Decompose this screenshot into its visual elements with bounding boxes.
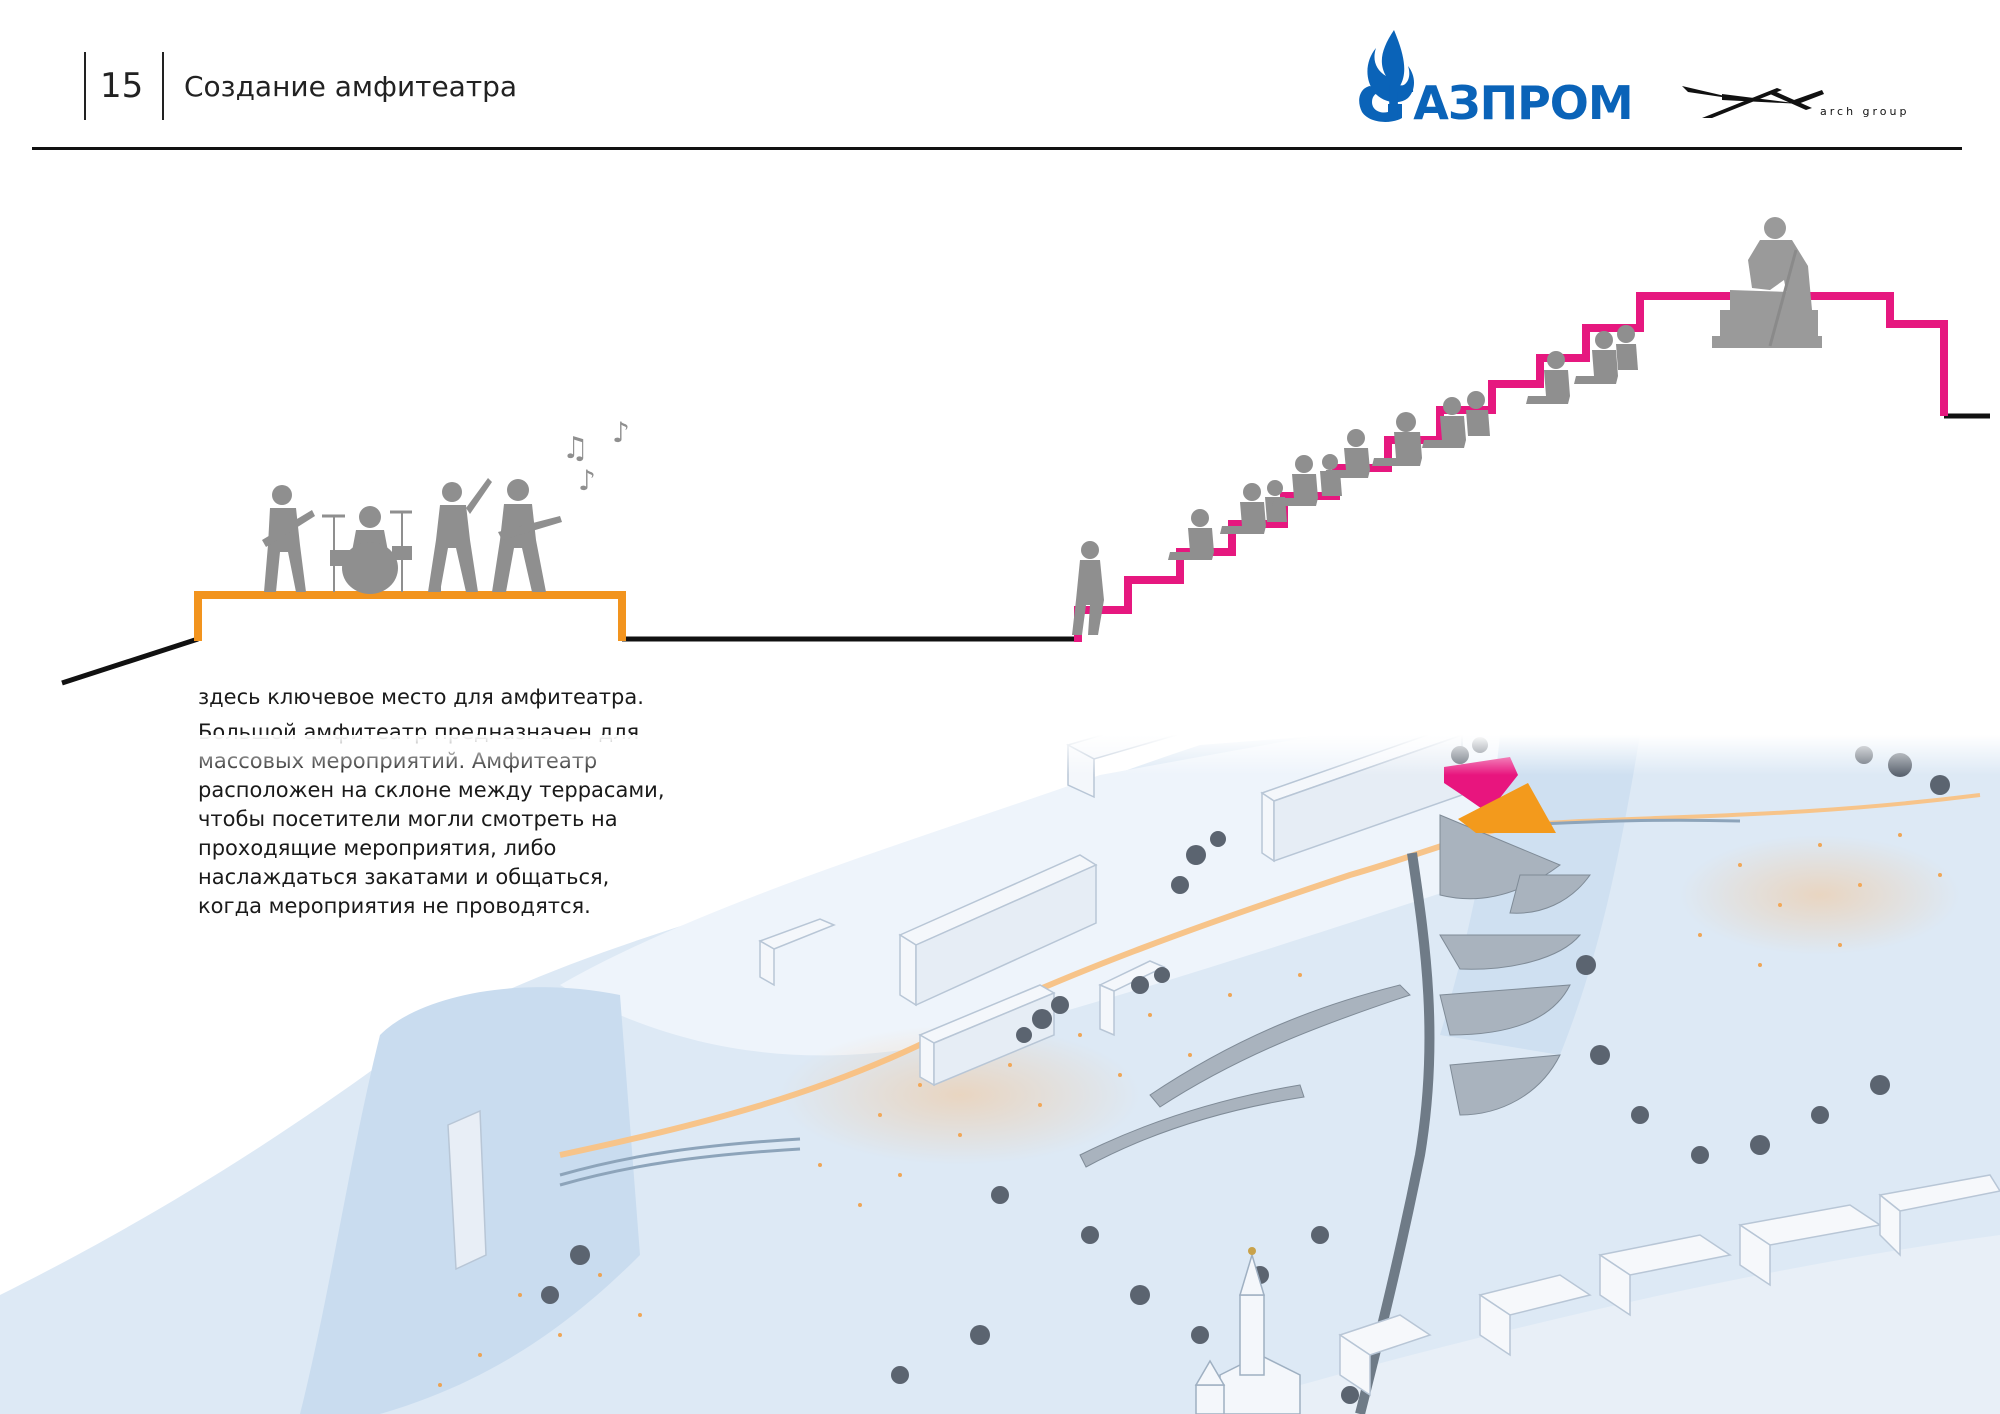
svg-text:♪: ♪ (612, 416, 630, 449)
lights-glow (780, 1025, 1140, 1165)
header-rule (32, 147, 1962, 150)
monument-silhouette (1712, 217, 1822, 348)
gazprom-flame-icon (1359, 30, 1414, 122)
arch-group-logo (1682, 86, 1824, 118)
seated-row-1 (1168, 429, 1370, 560)
divider (84, 52, 86, 120)
arch-group-text: arch group (1820, 105, 1910, 118)
sky-fade (0, 735, 2000, 775)
page-header: 15 Создание амфитеатра ГАЗПРОМ arch grou… (0, 0, 2000, 160)
gazprom-logo (1359, 30, 1414, 122)
aerial-site-render (0, 735, 2000, 1414)
church-icon (1194, 1247, 1301, 1414)
band-silhouette (262, 478, 562, 594)
divider (162, 52, 164, 120)
terraces (1079, 814, 1591, 1168)
standing-figure (1072, 541, 1104, 635)
ground-line-left (61, 636, 199, 686)
amphitheatre-section-diagram: ♫ ♪ ♪ (61, 217, 1990, 686)
seated-row-2 (1372, 325, 1638, 466)
svg-text:♪: ♪ (578, 464, 596, 497)
svg-text:♫: ♫ (562, 431, 589, 466)
lights-glow (1680, 835, 1960, 955)
page-number: 15 (100, 66, 144, 106)
music-notes-icon: ♫ ♪ ♪ (562, 416, 630, 497)
audience-silhouette (1072, 325, 1638, 635)
stage-platform (194, 591, 626, 641)
gazprom-logo-text: ГАЗПРОМ (1385, 76, 1634, 130)
page-title: Создание амфитеатра (184, 70, 518, 103)
description-lead: здесь ключевое место для амфитеатра. (198, 685, 644, 709)
arch-group-icon (1682, 86, 1824, 118)
residential-blocks (447, 735, 1464, 1271)
river-bank (1200, 1235, 2000, 1414)
lower-houses (1338, 1174, 2000, 1397)
amphitheatre-stage-area (1458, 783, 1556, 833)
